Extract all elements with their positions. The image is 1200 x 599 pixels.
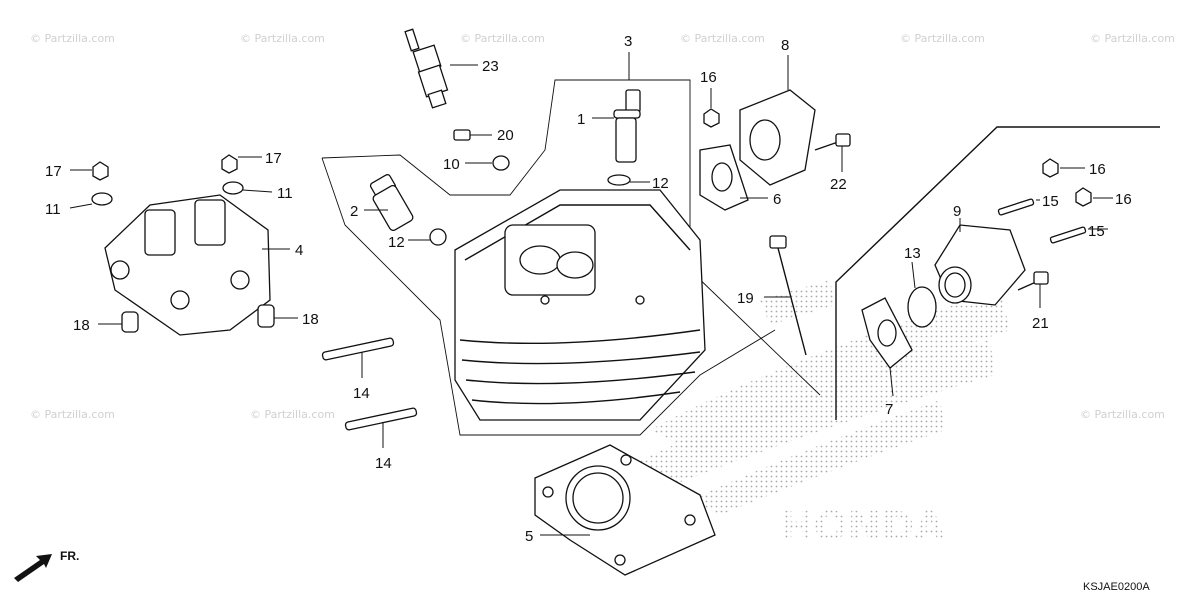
callout-14-lower: 14 [375,455,392,472]
callout-6: 6 [773,191,781,208]
bolt-20 [453,129,492,141]
washer-11-left [69,192,113,209]
callout-12: 12 [652,175,669,192]
callout-16-right-mid: 16 [1115,191,1132,208]
bolt-21 [1017,271,1049,308]
callout-7: 7 [885,401,893,418]
callout-22: 22 [830,176,847,193]
callout-23: 23 [482,58,499,75]
stud-15-upper [997,198,1040,216]
callout-18-left: 18 [73,317,90,334]
nut-16-top [703,88,720,128]
callout-18-right: 18 [302,311,319,328]
callout-9: 9 [953,203,961,220]
watermark: © Partzilla.com [30,32,115,45]
watermark: © Partzilla.com [30,408,115,421]
nut-17-right [221,154,262,174]
callout-14-upper: 14 [353,385,370,402]
callout-17-left: 17 [45,163,62,180]
nut-17-left [70,161,109,181]
callout-21: 21 [1032,315,1049,332]
callout-17-right: 17 [265,150,282,167]
callout-19: 19 [737,290,754,307]
honda-wing-logo: HONDA [620,280,1010,550]
callout-10: 10 [443,156,460,173]
callout-13: 13 [904,245,921,262]
gasket-6 [699,144,768,211]
watermark: © Partzilla.com [240,32,325,45]
callout-8: 8 [781,37,789,54]
diagram-code: KSJAE0200A [1083,581,1150,593]
callout-1: 1 [577,111,585,128]
watermark: © Partzilla.com [900,32,985,45]
callout-15-lower: 15 [1088,223,1105,240]
callout-11-left: 11 [45,201,61,218]
valve-guide-2 [364,174,414,232]
rocker-arm-holder [104,194,290,336]
cylinder-head [454,189,706,421]
nut-16-right-mid [1075,187,1113,207]
nut-16-right-top [1042,158,1085,178]
watermark: © Partzilla.com [680,32,765,45]
callout-12b: 12 [388,234,405,251]
bolt-22 [814,133,851,172]
watermark: © Partzilla.com [1090,32,1175,45]
callout-16-right-top: 16 [1089,161,1106,178]
washer-11-right [222,181,273,195]
watermark-layer: © Partzilla.com © Partzilla.com © Partzi… [30,32,1175,421]
honda-logo-text: HONDA [780,504,945,550]
assembly-outline [321,79,1160,436]
watermark: © Partzilla.com [1080,408,1165,421]
insulator-9 [934,218,1026,306]
nut-10 [465,155,510,171]
callout-5: 5 [525,528,533,545]
head-gasket [534,444,716,576]
stud-14-lower [344,407,418,448]
o-ring-12b [408,228,447,246]
callout-4: 4 [295,242,303,259]
spark-plug [404,28,478,109]
front-direction-label: FR. [60,549,79,563]
o-ring-12 [607,174,650,186]
callout-15-upper: 15 [1042,193,1059,210]
o-ring-13 [907,261,937,328]
callout-3: 3 [624,33,632,50]
stud-bolt-19 [764,235,807,356]
dowel-18-right [257,304,298,328]
callout-20: 20 [497,127,514,144]
gasket-7 [861,297,913,397]
callout-16-top: 16 [700,69,717,86]
dowel-18-left [98,311,139,333]
watermark: © Partzilla.com [460,32,545,45]
callout-2: 2 [350,203,358,220]
stud-14-upper [321,337,395,378]
callout-11-right: 11 [277,185,293,202]
intake-insulator-8 [739,55,816,186]
watermark: © Partzilla.com [250,408,335,421]
stud-15-lower [1049,226,1108,244]
front-direction-arrow: FR. [14,549,79,582]
valve-guide-1 [592,89,641,163]
